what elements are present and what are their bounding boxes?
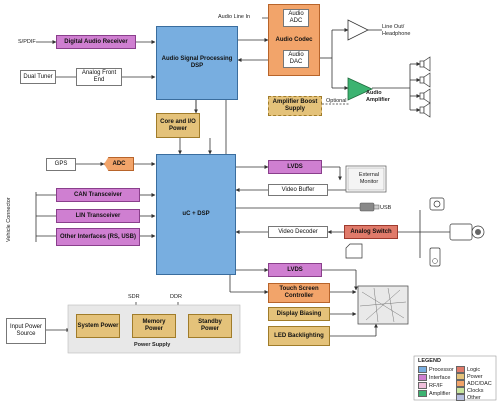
other-interfaces-block: Other Interfaces (RS, USB) <box>56 228 140 246</box>
legend-item-rfif: RF/IF <box>418 382 443 389</box>
audio-dac-block: Audio DAC <box>283 50 309 68</box>
uc-dsp-block: uC + DSP <box>156 154 236 275</box>
legend-item-processor: Processor <box>418 366 454 373</box>
legend-item-power: Power <box>456 373 483 380</box>
can-transceiver-block: CAN Transceiver <box>56 188 140 202</box>
line-out-label: Line Out/ Headphone <box>382 24 411 37</box>
system-power-block: System Power <box>76 314 120 338</box>
lvds-top-block: LVDS <box>268 160 322 174</box>
gps-block: GPS <box>46 158 76 171</box>
dual-tuner-block: Dual Tuner <box>20 70 56 84</box>
legend-item-interface: Interface <box>418 374 450 381</box>
legend-title: LEGEND <box>418 358 441 364</box>
memory-power-block: Memory Power <box>132 314 176 338</box>
digital-audio-receiver-block: Digital Audio Receiver <box>56 35 136 49</box>
audio-adc-block: Audio ADC <box>283 9 309 27</box>
legend-item-clocks: Clocks <box>456 387 484 394</box>
power-supply-label: Power Supply <box>134 342 171 348</box>
legend-item-other: Other <box>456 394 481 401</box>
analog-front-end-block: Analog Front End <box>76 68 122 86</box>
led-backlighting-block: LED Backlighting <box>268 326 330 346</box>
video-decoder-block: Video Decoder <box>268 226 328 238</box>
analog-switch-block: Analog Switch <box>344 225 398 239</box>
legend-item-amplifier: Amplifier <box>418 390 450 397</box>
optional-label: Optional <box>326 98 347 104</box>
audio-amplifier-label: Audio Amplifier <box>366 90 390 103</box>
adc-block: ADC <box>104 157 134 171</box>
amplifier-boost-supply-block: Amplifier Boost Supply <box>268 96 322 116</box>
touch-screen-controller-block: Touch Screen Controller <box>268 283 330 303</box>
lvds-bottom-block: LVDS <box>268 263 322 277</box>
audio-line-in-label: Audio Line In <box>218 14 251 20</box>
usb-label: USB <box>380 205 392 211</box>
sdr-label: SDR <box>128 294 140 300</box>
legend-item-adc-dac: ADC/DAC <box>456 380 492 387</box>
legend-item-logic: Logic <box>456 366 480 373</box>
core-io-power-block: Core and I/O Power <box>156 113 200 138</box>
display-biasing-block: Display Biasing <box>268 307 330 321</box>
lin-transceiver-block: LIN Transceiver <box>56 209 140 223</box>
input-power-source-block: Input Power Source <box>6 318 46 344</box>
audio-codec-label: Audio Codec <box>275 36 313 43</box>
standby-power-block: Standby Power <box>188 314 232 338</box>
spdif-label: S/PDIF <box>18 39 36 45</box>
audio-dsp-block: Audio Signal Processing DSP <box>156 26 238 100</box>
ddr-label: DDR <box>170 294 182 300</box>
external-monitor-label: External Monitor <box>358 172 380 185</box>
video-buffer-block: Video Buffer <box>268 184 328 196</box>
vehicle-connector-label: Vehicle Connector <box>6 197 12 242</box>
